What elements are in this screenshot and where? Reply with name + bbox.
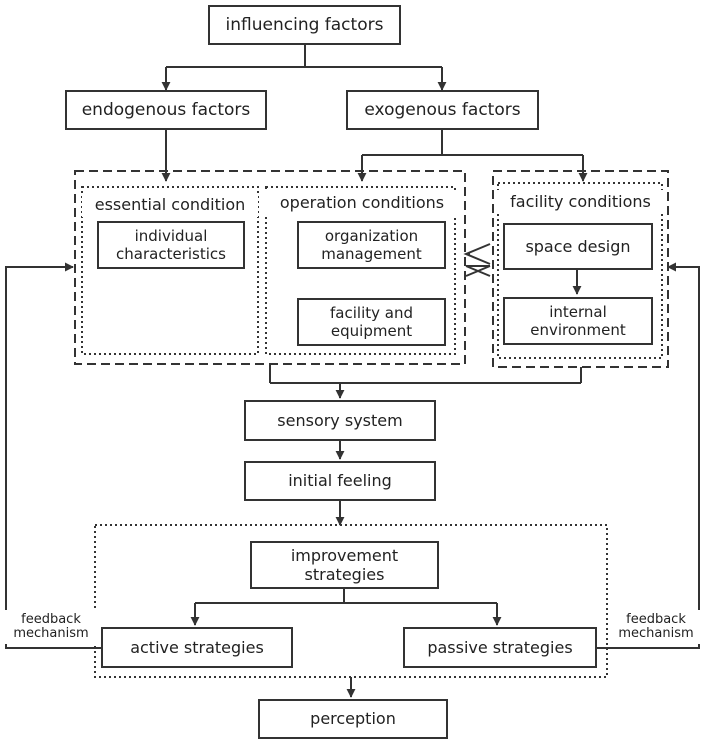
operation-conditions-title: operation conditions: [264, 191, 460, 215]
internal-environment-box: internal environment: [503, 297, 653, 345]
group-strategies: [94, 524, 608, 678]
exogenous-factors-box: exogenous factors: [346, 90, 539, 130]
individual-characteristics-box: individual characteristics: [97, 221, 245, 269]
group-facility-conditions: [497, 182, 663, 359]
feedback-mechanism-right-label: feedback mechanism: [608, 610, 704, 644]
bidirectional-arrow-icon: [463, 243, 491, 277]
facility-and-equipment-box: facility and equipment: [297, 298, 446, 346]
facility-conditions-title: facility conditions: [497, 190, 664, 214]
feedback-loop-right: [597, 262, 700, 649]
group-endogenous-conditions: [74, 170, 466, 365]
perception-box: perception: [258, 699, 448, 739]
endogenous-factors-box: endogenous factors: [65, 90, 267, 130]
group-essential-condition: [81, 186, 259, 355]
feedback-loop-left: [5, 262, 101, 649]
influencing-factors-box: influencing factors: [208, 5, 401, 45]
space-design-box: space design: [503, 223, 653, 270]
organization-management-box: organization management: [297, 221, 446, 269]
passive-strategies-box: passive strategies: [403, 627, 597, 668]
active-strategies-box: active strategies: [101, 627, 293, 668]
improvement-strategies-box: improvement strategies: [250, 541, 439, 589]
feedback-mechanism-left-label: feedback mechanism: [3, 610, 99, 644]
sensory-system-box: sensory system: [244, 400, 436, 441]
essential-condition-title: essential condition: [82, 193, 258, 217]
group-exogenous-facility-outer: [492, 170, 669, 368]
group-operation-conditions: [265, 186, 456, 355]
initial-feeling-box: initial feeling: [244, 461, 436, 501]
